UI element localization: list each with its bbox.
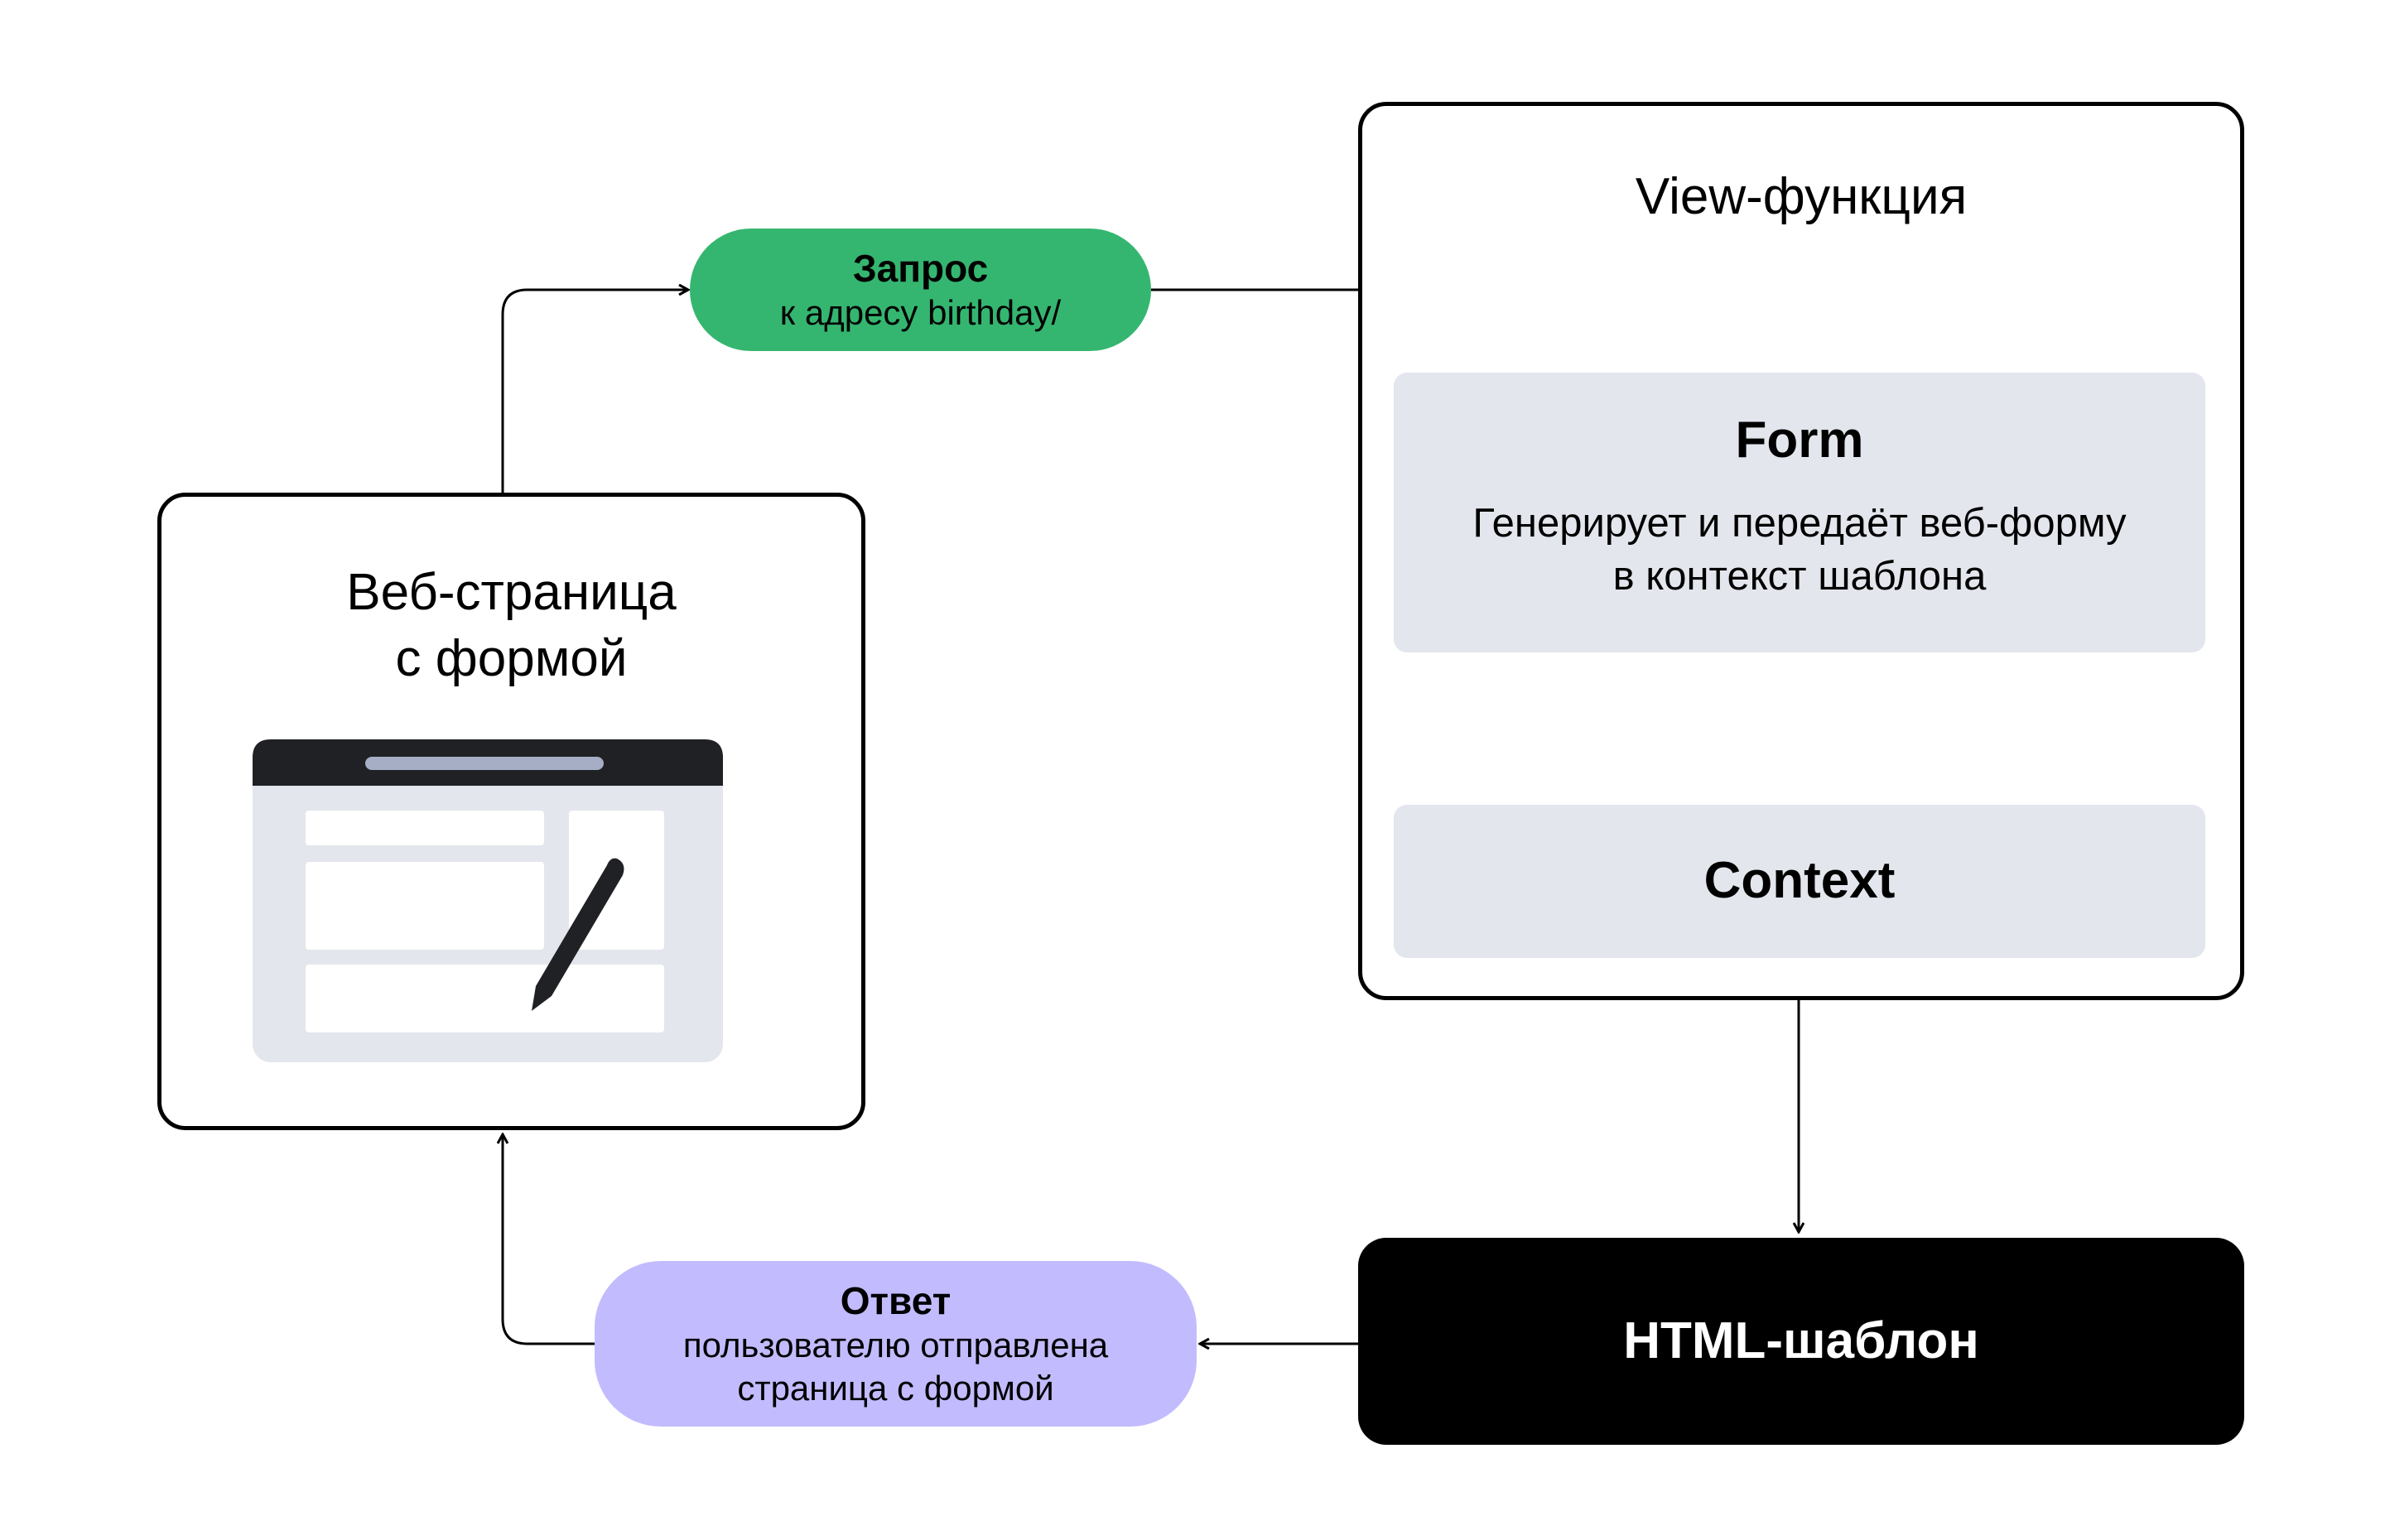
- view-function-title: View-функция: [1635, 168, 1968, 225]
- form-page-icon: [253, 739, 723, 1062]
- webpage-title: Веб-страница с формой: [161, 560, 861, 692]
- arrow-response-to-webpage: [503, 1134, 595, 1345]
- html-template-box: HTML-шаблон: [1358, 1238, 2244, 1445]
- form-title: Form: [1735, 411, 1864, 469]
- response-subtitle: пользователю отправлена страница с формо…: [636, 1324, 1155, 1410]
- response-subtitle-line2: страница с формой: [737, 1369, 1054, 1408]
- arrow-webpage-to-request: [501, 290, 688, 495]
- html-template-title: HTML-шаблон: [1623, 1312, 1979, 1369]
- pen-icon: [532, 858, 624, 1011]
- response-title: Ответ: [840, 1279, 952, 1322]
- response-pill: Ответ пользователю отправлена страница с…: [595, 1261, 1197, 1427]
- form-panel: Form Генерирует и передаёт веб-форму в к…: [1394, 373, 2205, 652]
- webpage-title-line2: с формой: [395, 630, 628, 687]
- form-description: Генерирует и передаёт веб-форму в контек…: [1394, 497, 2205, 603]
- request-title: Запрос: [852, 247, 989, 290]
- context-title: Context: [1703, 852, 1896, 909]
- webpage-title-line1: Веб-страница: [346, 564, 677, 621]
- request-pill: Запрос к адресу birthday/: [690, 229, 1151, 351]
- request-subtitle: к адресу birthday/: [779, 293, 1062, 332]
- form-description-line1: Генерирует и передаёт веб-форму: [1472, 501, 2127, 546]
- form-description-line2: в контекст шаблона: [1612, 554, 1987, 599]
- context-panel: Context: [1394, 805, 2205, 958]
- response-subtitle-line1: пользователю отправлена: [682, 1326, 1109, 1364]
